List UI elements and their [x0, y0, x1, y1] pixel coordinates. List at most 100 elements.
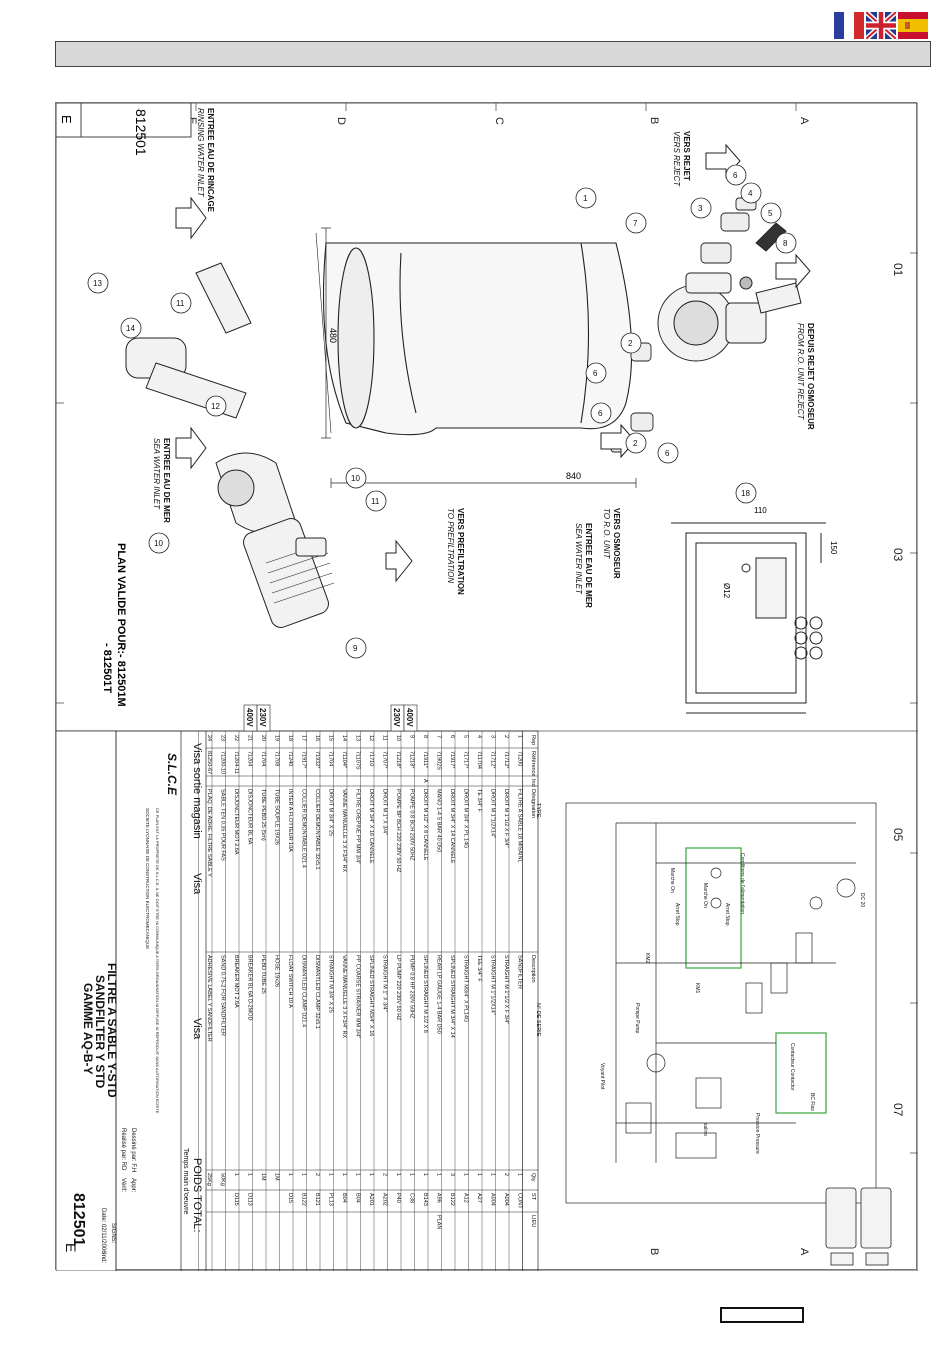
elec-label-10: salino: [702, 1123, 708, 1136]
valve-fittings: [610, 197, 787, 453]
bom-cell-r7-c6: B143: [422, 1193, 428, 1206]
bom-cell-r4-c5: 1: [463, 1173, 469, 1176]
electrical-labels: Conditions de l'alimentation Arret Stop …: [599, 853, 865, 1154]
bom-cell-r7-c3: DROIT M 1/2" X 8 CANNELE: [422, 789, 428, 861]
elec-label-11: BC Flas: [809, 1093, 815, 1111]
bom-cell-r9-c1: 71218*: [395, 751, 401, 769]
bom-cell-r12-c5: 1: [355, 1173, 361, 1176]
bom-cell-r20-c3: DISJONCTEUR BL 6A: [247, 789, 253, 845]
technical-drawing-sheet: A B C D E A B 01 03 05 07 E 812501 480 8…: [55, 102, 919, 1272]
title-en: SANDFILTER Y STD: [93, 975, 107, 1089]
top-rev-letter: E: [59, 115, 74, 124]
bom-header-4: Description: [530, 955, 536, 983]
bom-cell-r19-c1: 71704: [260, 751, 266, 766]
ro-reject-label: DEPUIS REJET OSMOSEUR: [806, 323, 815, 430]
french-flag-icon[interactable]: [834, 12, 864, 39]
sea-inlet-label: ENTREE EAU DE MER: [162, 438, 171, 523]
bom-cell-r14-c6: PL13: [328, 1193, 334, 1206]
visa-sortie-magasin: Visa sortie magasin: [191, 743, 203, 839]
bom-cell-r18-c3: TUBE SOUPLE 19X26: [274, 789, 280, 845]
spanish-flag-icon[interactable]: [898, 12, 928, 39]
sea-inlet-en: SEA WATER INLET: [152, 438, 161, 510]
bom-cell-r2-c4: STRAIGHT M 1"1/2X14": [490, 955, 496, 1015]
callout-2b: 2: [633, 439, 638, 448]
bom-cell-r13-c1: 71104*: [341, 751, 347, 769]
callout-6c: 6: [598, 409, 603, 418]
bom-cell-r8-c1: 71218*: [409, 751, 415, 769]
bom-cell-r1-c4: STRAIGHT M 1"1/2 X F 3/4": [503, 955, 509, 1024]
flow-arrows: [175, 143, 811, 583]
grid-col-01: 01: [891, 263, 905, 277]
bom-cell-r0-c5: 1: [517, 1173, 523, 1176]
bom-cell-r10-c6: A202: [382, 1193, 388, 1206]
callout-10b: 10: [351, 474, 360, 483]
callout-9: 9: [353, 644, 358, 653]
visa-2: Visa: [191, 1018, 203, 1040]
bom-cell-r3-c0: 4: [476, 735, 482, 738]
electrical-schematic: [565, 802, 877, 1204]
bom-cell-r16-c3: COLLIER DEMONTABLE D21.4: [301, 789, 307, 868]
grid-row-a-bottom: A: [798, 1248, 810, 1256]
bom-cell-r0-c0: 1: [517, 735, 523, 738]
elec-label-4: Marche On: [669, 868, 675, 893]
grid-row-a: A: [798, 117, 810, 125]
bom-cell-r5-c4: SPLINED STRAIGHT M 3/4" X 14: [449, 955, 455, 1038]
bom-cell-r21-c6: D115: [233, 1193, 239, 1206]
bom-cell-r20-c0: 21: [247, 735, 253, 741]
voltage-230v-b: 230V: [392, 708, 401, 727]
elec-label-6: Voyant Pilot: [599, 1063, 605, 1090]
bom-cell-r20-c4: BREAKER BL 6A D-2MOD: [247, 955, 253, 1021]
dimension-480: 480: [328, 328, 338, 343]
elec-label-2: Marche On: [702, 883, 708, 908]
bom-cell-r7-c1: 71911*: [422, 751, 428, 769]
title-fr: FILTRE A SABLE Y-STD: [105, 963, 119, 1098]
sea-inlet2-en: SEA WATER INLET: [574, 523, 583, 595]
bom-cell-r18-c4: HOSE 19x26: [274, 955, 280, 987]
bom-cell-r0-c1: 71200: [517, 751, 523, 766]
bom-cell-r19-c4: PEBD TUBE 25: [260, 955, 266, 994]
bom-cell-r1-c1: 71712*: [503, 751, 509, 769]
bom-cell-r12-c3: FILTRE CREPINE PP MM 3/4": [355, 789, 361, 864]
bom-cell-r20-c6: D113: [247, 1193, 253, 1206]
callouts: 1 2 2 3 4 5 6 6 6 6 7 8 9 10 10 11 11 12…: [87, 164, 797, 659]
callout-12: 12: [211, 402, 220, 411]
bom-cell-r2-c5: 1: [490, 1173, 496, 1176]
callout-7: 7: [633, 219, 638, 228]
bom-cell-r17-c6: D15: [287, 1193, 293, 1203]
bom-cell-r18-c1: 71708: [274, 751, 280, 766]
bom-cell-r1-c6: A004: [503, 1193, 509, 1206]
callout-3: 3: [698, 204, 703, 213]
bom-cell-r17-c0: 18: [287, 735, 293, 741]
grid-col-07: 07: [891, 1103, 905, 1117]
bom-cell-r4-c0: 5: [463, 735, 469, 738]
bom-table-region: [55, 730, 539, 1272]
grid-col-03: 03: [891, 548, 905, 562]
appr-field: Appr:: [130, 1178, 136, 1193]
callout-6a: 6: [733, 171, 738, 180]
bom-cell-r16-c1: 71917*: [301, 751, 307, 769]
elec-label-7: KM2: [644, 953, 650, 964]
dimension-110: 110: [754, 506, 767, 515]
visa-1: Visa: [191, 873, 203, 895]
callout-10a: 10: [154, 539, 163, 548]
grid-col-05: 05: [891, 828, 905, 842]
bom-cell-r15-c0: 16: [314, 735, 320, 741]
callout-4: 4: [748, 189, 753, 198]
bom-cell-r16-c4: DISMANTLED CLAMP D21.4: [301, 955, 307, 1027]
company-logo-text: S.L.C.E: [165, 753, 179, 796]
bom-cell-r12-c6: B04: [355, 1193, 361, 1203]
header-bar: [55, 41, 931, 67]
grid-row-b-bottom: B: [648, 1248, 660, 1255]
bom-cell-r8-c4: PUMP 0.8 HP 230V 50HZ: [409, 955, 415, 1019]
callout-5: 5: [768, 209, 773, 218]
bom-cell-r23-c4: ADHESIVE LABEL Y SANDFILTER: [206, 955, 212, 1042]
bom-cell-r14-c4: STRAIGHT M 3/4" X 25: [328, 955, 334, 1013]
bom-cell-r15-c3: COLLIER DEMONTABLE 32x5.1: [314, 789, 320, 870]
bom-cell-r5-c3: DROIT M 3/4" X 14 CANNELE: [449, 789, 455, 864]
plan-valid-line2: - 812501T: [101, 643, 113, 693]
bom-cell-r15-c6: B121: [314, 1193, 320, 1206]
callout-1: 1: [583, 194, 588, 203]
bom-cell-r21-c0: 22: [233, 735, 239, 741]
english-flag-icon[interactable]: [866, 12, 896, 39]
bom-cell-r15-c1: 71932*: [314, 751, 320, 769]
